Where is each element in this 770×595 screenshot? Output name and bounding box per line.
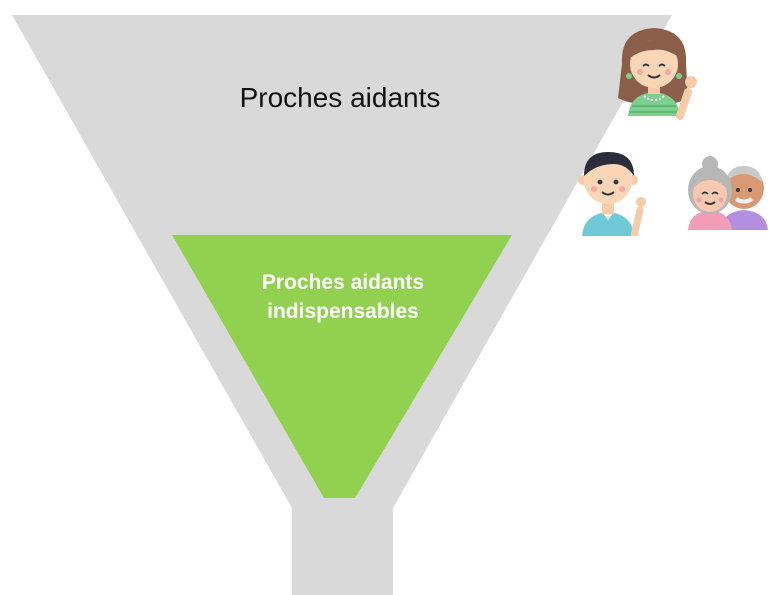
- woman-waving-icon: [618, 28, 697, 120]
- inner-funnel-label: Proches aidants indispensables: [218, 268, 468, 326]
- funnel-inner-triangle: [172, 235, 512, 498]
- inner-label-line-1: Proches aidants: [261, 271, 425, 294]
- inner-label-line-2: indispensables: [267, 300, 419, 323]
- outer-funnel-label: Proches aidants: [239, 82, 441, 113]
- elderly-couple-icon: [688, 156, 768, 230]
- man-waving-icon: [578, 152, 646, 236]
